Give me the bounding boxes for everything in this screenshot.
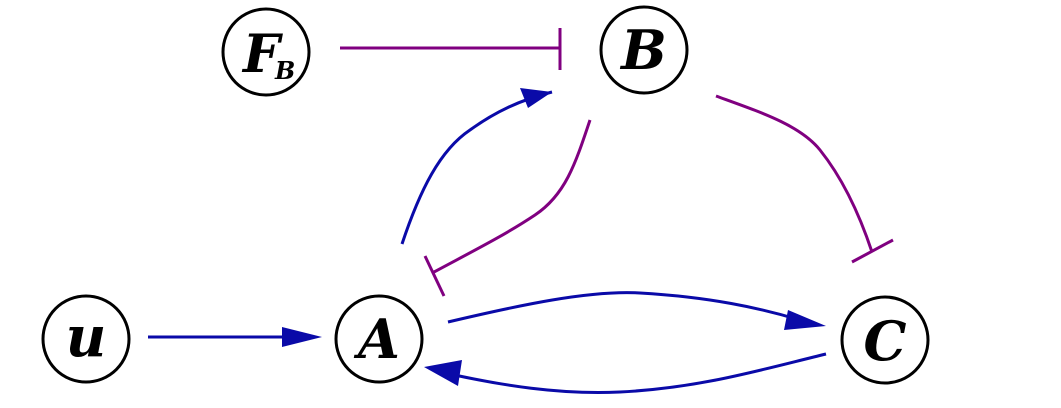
arrowhead-u-a — [282, 327, 322, 347]
edge-b-inhibits-c — [715, 94, 894, 264]
node-c-label: C — [864, 309, 907, 373]
arrowhead-a-c — [784, 310, 826, 330]
node-u-label: u — [66, 304, 107, 370]
edge-fb-inhibits-b — [340, 28, 562, 70]
node-c: C — [840, 295, 930, 385]
edge-c-activates-a — [424, 352, 827, 395]
edge-a-activates-b — [400, 88, 553, 245]
node-fb: F B — [221, 7, 311, 97]
edge-a-activates-c — [447, 291, 826, 330]
edge-u-activates-a — [148, 327, 322, 347]
node-fb-label: F — [241, 24, 283, 85]
node-b-label: B — [619, 18, 667, 82]
node-b: B — [599, 5, 689, 95]
edge-b-inhibits-a — [423, 119, 592, 297]
arrowhead-c-a — [424, 360, 462, 386]
node-u: u — [41, 294, 131, 384]
node-a: A — [334, 294, 424, 384]
node-fb-subscript: B — [274, 56, 295, 85]
arrowhead-a-b — [520, 88, 552, 108]
node-a-label: A — [353, 307, 400, 371]
